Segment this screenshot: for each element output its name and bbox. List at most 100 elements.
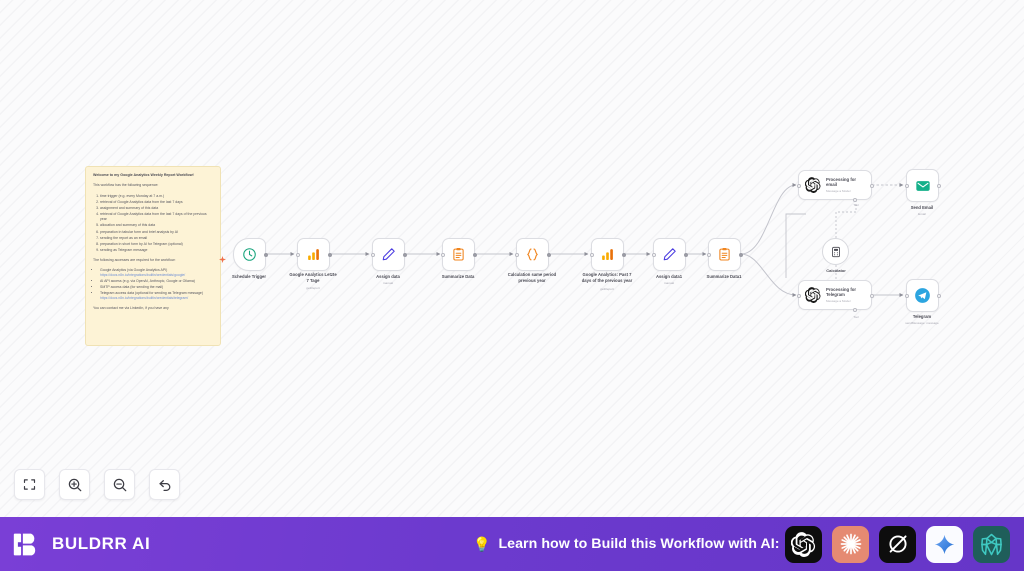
node-processing-for-email[interactable]: Processing for email Message a Model — [796, 170, 874, 202]
node-processing-for-telegram[interactable]: Processing for Telegram Message a Model — [796, 280, 874, 312]
openai-button[interactable] — [785, 525, 822, 563]
sticky-note[interactable]: Welcome to my Google Analytics Weekly Re… — [85, 166, 221, 346]
mistral-icon — [981, 533, 1002, 555]
brand-name: BULDRR AI — [52, 534, 151, 553]
list-item: assignment and summary of this data — [100, 206, 213, 212]
node-summarize-data-1[interactable] — [706, 238, 743, 271]
input-port[interactable] — [440, 253, 445, 257]
node-sub-assign-data: manual — [382, 281, 394, 285]
list-item: Google Analytics (via Google Analytics A… — [100, 268, 213, 279]
node-title-processing-for-email: Processing for email — [826, 176, 857, 188]
bar-chart-icon — [308, 249, 319, 260]
node-sub-ga-last-7-days: getReport — [306, 286, 320, 290]
node-label-calculator: Calculator — [826, 268, 846, 273]
node-label-send-email: Send Email — [910, 205, 934, 210]
grok-button[interactable] — [879, 525, 916, 563]
brand[interactable]: BULDRR AI — [12, 530, 150, 559]
node-text: Processing for Telegram Message a Model — [826, 287, 856, 303]
output-port[interactable] — [263, 253, 268, 257]
node-label-ga-previous-year: Google Analytics: Past 7 days of the pre… — [581, 272, 633, 283]
input-port[interactable] — [904, 184, 909, 188]
node-calculator[interactable] — [822, 238, 849, 265]
output-port[interactable] — [869, 184, 874, 188]
output-port[interactable] — [738, 253, 743, 257]
cta-block: 💡 Learn how to Build this Workflow with … — [473, 517, 780, 571]
node-sub-telegram: sendMessage: message — [905, 321, 939, 325]
fit-to-view-button[interactable] — [14, 469, 45, 500]
fit-screen-icon — [23, 479, 36, 490]
telegram-credentials-link[interactable]: https://docs.n8n.io/integrations/builtin… — [100, 296, 189, 301]
node-assign-data-1[interactable] — [651, 238, 688, 271]
zoom-out-icon — [113, 478, 126, 491]
input-port[interactable] — [295, 253, 300, 257]
node-google-analytics-last-7-days[interactable] — [295, 238, 332, 271]
output-port[interactable] — [402, 253, 407, 257]
google-credentials-link[interactable]: https://docs.n8n.io/integrations/builtin… — [100, 273, 186, 278]
tool-port[interactable] — [853, 307, 857, 312]
node-label-assign-data-1: Assign data1 — [655, 274, 683, 279]
sticky-note-title: Welcome to my Google Analytics Weekly Re… — [93, 173, 194, 177]
undo-icon — [158, 479, 170, 491]
node-title-processing-for-telegram: Processing for Telegram — [826, 286, 857, 298]
node-sub-ga-previous-year: getReport — [600, 287, 614, 291]
node-google-analytics-previous-year[interactable] — [589, 238, 626, 271]
input-port[interactable] — [370, 253, 375, 257]
grok-icon — [888, 535, 907, 553]
output-port[interactable] — [936, 294, 941, 298]
input-port[interactable] — [589, 253, 594, 257]
list-item: sending the report as an email — [100, 236, 213, 242]
clipboard-icon — [453, 248, 464, 261]
node-assign-data[interactable] — [370, 238, 407, 271]
node-sub-processing-for-email: Message a Model — [826, 188, 851, 193]
output-port[interactable] — [621, 253, 626, 257]
list-item: retrieval of Google Analytics data from … — [100, 200, 213, 206]
list-item: preparation in short form by AI for Tele… — [100, 242, 213, 248]
anthropic-button[interactable] — [832, 525, 869, 563]
input-port[interactable] — [796, 294, 801, 298]
zoom-out-button[interactable] — [104, 469, 135, 500]
output-port[interactable] — [472, 253, 477, 257]
access-label: Google Analytics (via Google Analytics A… — [100, 267, 168, 272]
pencil-icon — [382, 248, 395, 261]
input-port[interactable] — [651, 253, 656, 257]
openai-icon — [791, 531, 816, 557]
node-calculation-previous-year[interactable] — [514, 238, 551, 271]
buldrr-logo-icon — [12, 530, 41, 559]
pencil-icon — [663, 248, 676, 261]
sticky-note-steps: time trigger (e.g. every Monday at 7 a.m… — [100, 194, 213, 254]
list-item: Telegram access data (optional for sendi… — [100, 291, 213, 302]
node-summarize-data[interactable] — [440, 238, 477, 271]
output-port[interactable] — [936, 184, 941, 188]
input-port[interactable] — [706, 253, 711, 257]
input-port[interactable] — [514, 253, 519, 257]
tool-port[interactable] — [853, 197, 857, 202]
list-item: allocation and summary of this data — [100, 223, 213, 229]
calculator-icon — [831, 246, 840, 257]
tool-port-label-top: Tool — [853, 203, 859, 207]
node-label-telegram: Telegram — [912, 314, 932, 319]
input-port[interactable] — [904, 294, 909, 298]
zoom-in-button[interactable] — [59, 469, 90, 500]
node-send-email[interactable] — [904, 169, 941, 202]
input-port[interactable] — [796, 184, 801, 188]
workflow-canvas[interactable]: Welcome to my Google Analytics Weekly Re… — [0, 0, 1024, 517]
node-sub-processing-for-telegram: Message a Model — [826, 298, 851, 303]
openai-icon — [805, 177, 821, 193]
output-port[interactable] — [869, 294, 874, 298]
sticky-note-footer: You can contact me via LinkedIn, if you … — [93, 306, 169, 311]
anthropic-icon — [840, 533, 861, 555]
output-port[interactable] — [327, 253, 332, 257]
list-item: retrieval of Google Analytics data from … — [100, 212, 213, 223]
list-item: SMTP access data (for sending the mail) — [100, 285, 213, 291]
gemini-button[interactable] — [926, 525, 963, 563]
mistral-button[interactable] — [973, 525, 1010, 563]
output-port[interactable] — [683, 253, 688, 257]
node-label-summarize-data-1: Summarize Data1 — [706, 274, 742, 279]
output-port[interactable] — [546, 253, 551, 257]
ai-provider-buttons — [785, 517, 1010, 571]
promo-footer: BULDRR AI 💡 Learn how to Build this Work… — [0, 517, 1024, 571]
reset-view-button[interactable] — [149, 469, 180, 500]
node-schedule-trigger[interactable] — [233, 238, 268, 271]
node-telegram[interactable] — [904, 279, 941, 312]
